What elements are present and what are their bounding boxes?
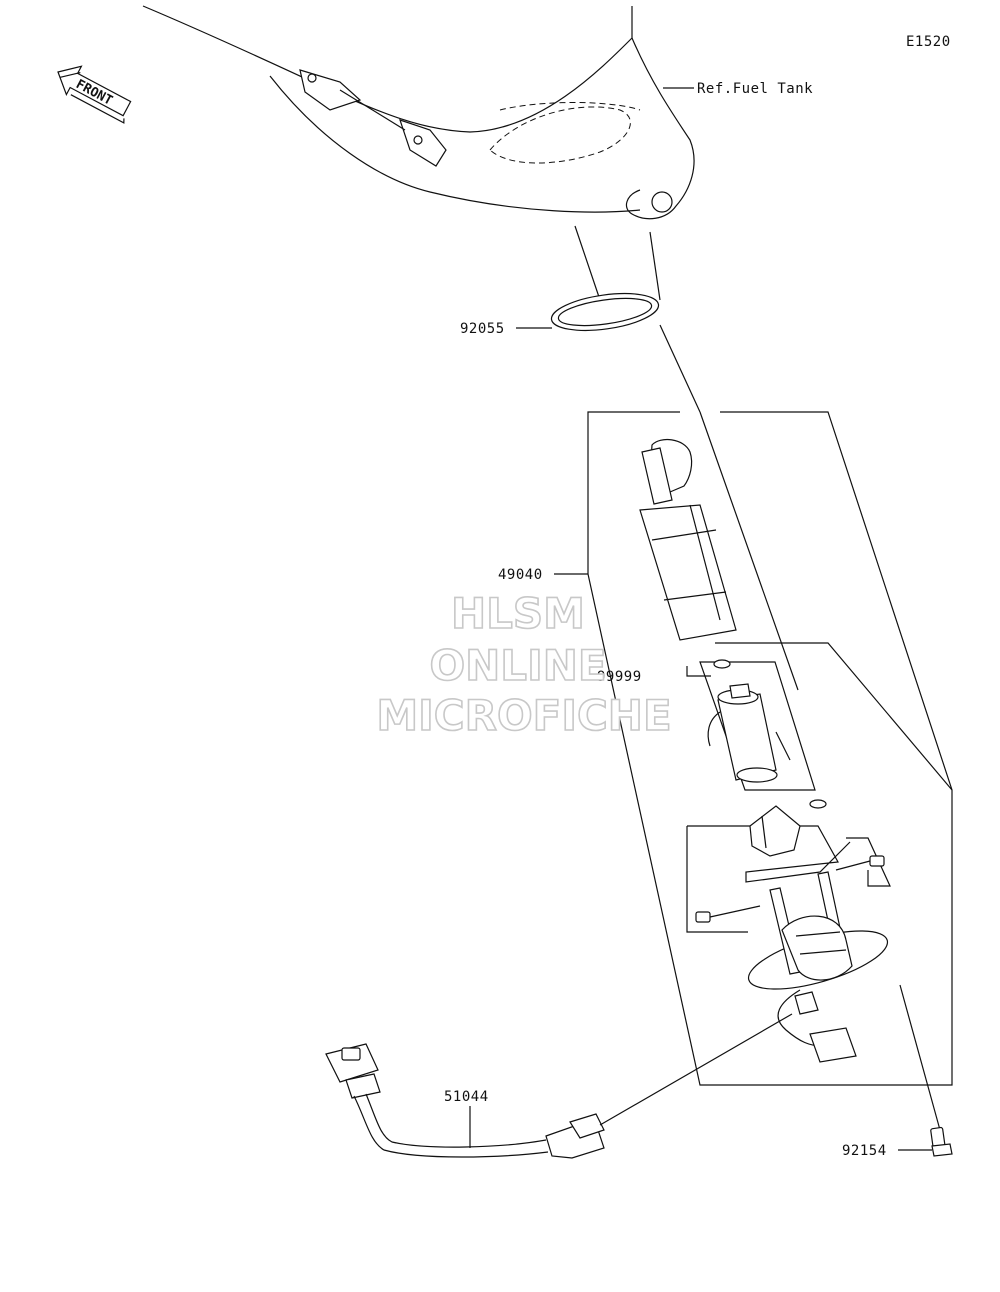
- o-ring: [550, 292, 660, 332]
- strainer-washer: [809, 799, 827, 809]
- front-arrow-icon: FRONT: [57, 65, 132, 124]
- part-92055-label: 92055: [460, 321, 505, 337]
- diagram-code: E1520: [906, 34, 951, 50]
- fuel-tank: [142, 5, 695, 220]
- pump-base-plate: [747, 871, 889, 990]
- fuel-pump-motor: [707, 683, 791, 783]
- assembly-bracket: [587, 411, 953, 1086]
- wire-harness: [325, 1043, 605, 1159]
- filter-bracket: [715, 642, 953, 791]
- part-49040-label: 49040: [498, 567, 543, 583]
- screw-left-icon: [695, 905, 761, 923]
- washer: [713, 659, 731, 669]
- plate-connector: [777, 989, 857, 1063]
- part-99999-label: 99999: [597, 669, 642, 685]
- part-51044-label: 51044: [444, 1089, 489, 1105]
- filter-element: [749, 805, 801, 857]
- watermark: HLSM ONLINE MICROFICHE: [376, 588, 673, 741]
- watermark-line2: ONLINE: [429, 641, 606, 690]
- screw-right-icon: [835, 855, 885, 871]
- ref-label: Ref.Fuel Tank: [697, 81, 813, 97]
- watermark-line3: MICROFICHE: [376, 691, 671, 740]
- part-92154-label: 92154: [842, 1143, 887, 1159]
- bolt-icon: [930, 1126, 953, 1157]
- filter-leader: [686, 666, 711, 677]
- pump-housing: [639, 438, 737, 641]
- watermark-line1: HLSM: [451, 589, 585, 638]
